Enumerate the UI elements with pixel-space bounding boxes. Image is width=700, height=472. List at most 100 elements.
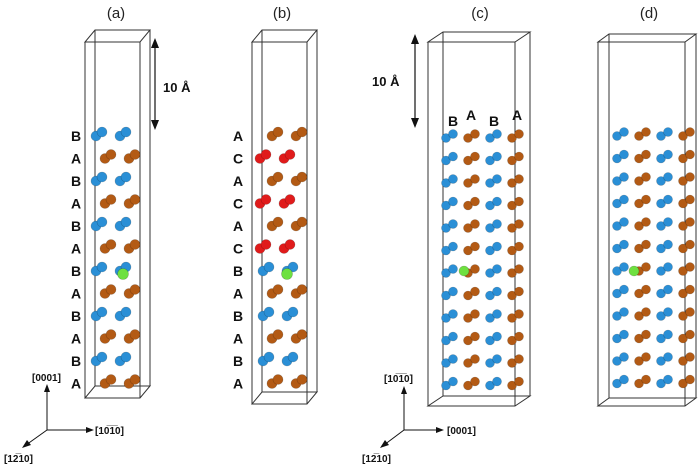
box-b — [250, 29, 319, 405]
atom-d-row7-col1-1 — [634, 288, 644, 299]
atom-d-row2-col3-2 — [685, 172, 695, 182]
atom-c-row6-col2-1 — [485, 268, 495, 278]
atom-c-row1-col3-1 — [507, 155, 517, 166]
panel-label-b: (b) — [273, 5, 291, 22]
atom-c-row3-col3-2 — [514, 196, 524, 207]
atom-c-row0-col3-2 — [514, 129, 524, 139]
atom-d-row7-col2-2 — [663, 284, 673, 295]
atom-a-row1-right-2 — [129, 149, 141, 160]
scale-bar-label-c: 10 Å — [372, 74, 400, 89]
atom-d-row2-col3-1 — [678, 176, 688, 186]
stacking-label-a-7: A — [71, 286, 81, 302]
atom-d-row4-col3-2 — [685, 217, 695, 227]
atom-d-row4-col1-1 — [634, 221, 644, 231]
atom-d-row4-col2-1 — [656, 221, 666, 231]
atom-d-row6-col2-2 — [663, 262, 673, 272]
panel-label-a: (a) — [107, 5, 125, 22]
atom-c-row8-col2-1 — [485, 313, 495, 323]
solute-atom-d — [628, 265, 640, 277]
atom-c-row5-col1-1 — [463, 245, 473, 256]
stacking-label-b-10: B — [233, 353, 243, 369]
atom-d-row10-col3-1 — [678, 356, 688, 366]
atom-d-row1-col3-2 — [685, 149, 695, 160]
atom-c-row4-col2-1 — [485, 223, 495, 233]
atom-d-row1-col0-1 — [612, 153, 622, 164]
atom-a-row4-left-2 — [96, 216, 108, 228]
atom-c-row8-col0-2 — [448, 309, 458, 319]
atom-c-row7-col2-1 — [485, 290, 495, 301]
atom-d-row10-col1-2 — [641, 352, 651, 362]
atom-d-row10-col2-1 — [656, 356, 666, 366]
atom-c-row5-col2-1 — [485, 245, 495, 256]
atom-d-row0-col2-2 — [663, 127, 673, 137]
atom-c-row4-col1-2 — [470, 219, 480, 229]
atom-c-row3-col2-2 — [492, 196, 502, 207]
atom-c-row1-col1-2 — [470, 151, 480, 162]
atom-d-row3-col1-1 — [634, 198, 644, 209]
scale-bar-label-a: 10 Å — [163, 80, 191, 95]
axis-label-up-left: [0001] — [32, 373, 61, 384]
atom-d-row10-col1-1 — [634, 356, 644, 366]
stacking-label-a-2: B — [71, 173, 81, 189]
stacking-label-a-11: A — [71, 376, 81, 392]
stacking-label-a-6: B — [71, 263, 81, 279]
stacking-label-a-10: B — [71, 353, 81, 369]
atom-c-row0-col2-2 — [492, 129, 502, 139]
stacking-label-a-0: B — [71, 128, 81, 144]
atom-c-row7-col1-2 — [470, 286, 480, 297]
atom-a-row1-left-2 — [105, 149, 117, 160]
atom-c-row11-col3-2 — [514, 376, 524, 387]
atom-c-row1-col0-2 — [448, 151, 458, 162]
atom-b-row4-right-2 — [296, 216, 308, 228]
atom-d-row0-col2-1 — [656, 131, 666, 141]
atom-c-row9-col2-1 — [485, 335, 495, 346]
atom-c-row11-col1-1 — [463, 380, 473, 391]
atom-d-row8-col3-1 — [678, 311, 688, 321]
atom-c-row1-col3-2 — [514, 151, 524, 162]
stacking-label-b-1: C — [233, 151, 243, 167]
atom-c-row5-col3-2 — [514, 241, 524, 252]
atom-c-row10-col3-2 — [514, 354, 524, 364]
atom-d-row8-col0-1 — [612, 311, 622, 321]
atom-b-row5-right-2 — [284, 239, 296, 250]
atom-c-row9-col2-2 — [492, 331, 502, 342]
stacking-label-a-4: B — [71, 218, 81, 234]
stacking-label-c-3: A — [512, 107, 522, 123]
atom-c-row3-col2-1 — [485, 200, 495, 211]
stacking-label-b-3: C — [233, 196, 243, 212]
atom-d-row1-col2-2 — [663, 149, 673, 160]
atom-d-row3-col0-2 — [619, 194, 629, 205]
atom-c-row0-col0-2 — [448, 129, 458, 139]
atom-d-row11-col3-1 — [678, 378, 688, 389]
atom-c-row6-col1-2 — [470, 264, 480, 274]
atom-a-row11-right-2 — [129, 374, 141, 385]
atom-d-row11-col0-2 — [619, 374, 629, 385]
atom-b-row9-left-2 — [272, 329, 284, 340]
atom-c-row8-col0-1 — [441, 313, 451, 323]
atom-c-row9-col1-1 — [463, 335, 473, 346]
atom-d-row2-col1-2 — [641, 172, 651, 182]
stacking-label-b-5: C — [233, 241, 243, 257]
atom-d-row3-col2-1 — [656, 198, 666, 209]
atom-c-row0-col3-1 — [507, 133, 517, 143]
atom-d-row9-col3-2 — [685, 329, 695, 340]
atom-d-row6-col3-2 — [685, 262, 695, 272]
atom-d-row9-col0-1 — [612, 333, 622, 344]
atom-c-row6-col3-2 — [514, 264, 524, 274]
atom-d-row4-col2-2 — [663, 217, 673, 227]
atom-d-row7-col0-2 — [619, 284, 629, 295]
atom-c-row7-col1-1 — [463, 290, 473, 301]
atom-d-row4-col0-2 — [619, 217, 629, 227]
atom-d-row8-col0-2 — [619, 307, 629, 317]
atom-a-row2-left-2 — [96, 171, 108, 183]
atom-d-row8-col2-2 — [663, 307, 673, 317]
atom-c-row4-col2-2 — [492, 219, 502, 229]
atom-b-row6-right-2 — [287, 261, 299, 273]
stacking-label-b-7: A — [233, 286, 243, 302]
stacking-label-b-4: A — [233, 218, 243, 234]
atom-d-row2-col2-2 — [663, 172, 673, 182]
atom-d-row3-col2-2 — [663, 194, 673, 205]
atom-b-row8-right-2 — [287, 306, 299, 318]
atom-c-row11-col2-2 — [492, 376, 502, 387]
atom-b-row11-left-2 — [272, 374, 284, 385]
